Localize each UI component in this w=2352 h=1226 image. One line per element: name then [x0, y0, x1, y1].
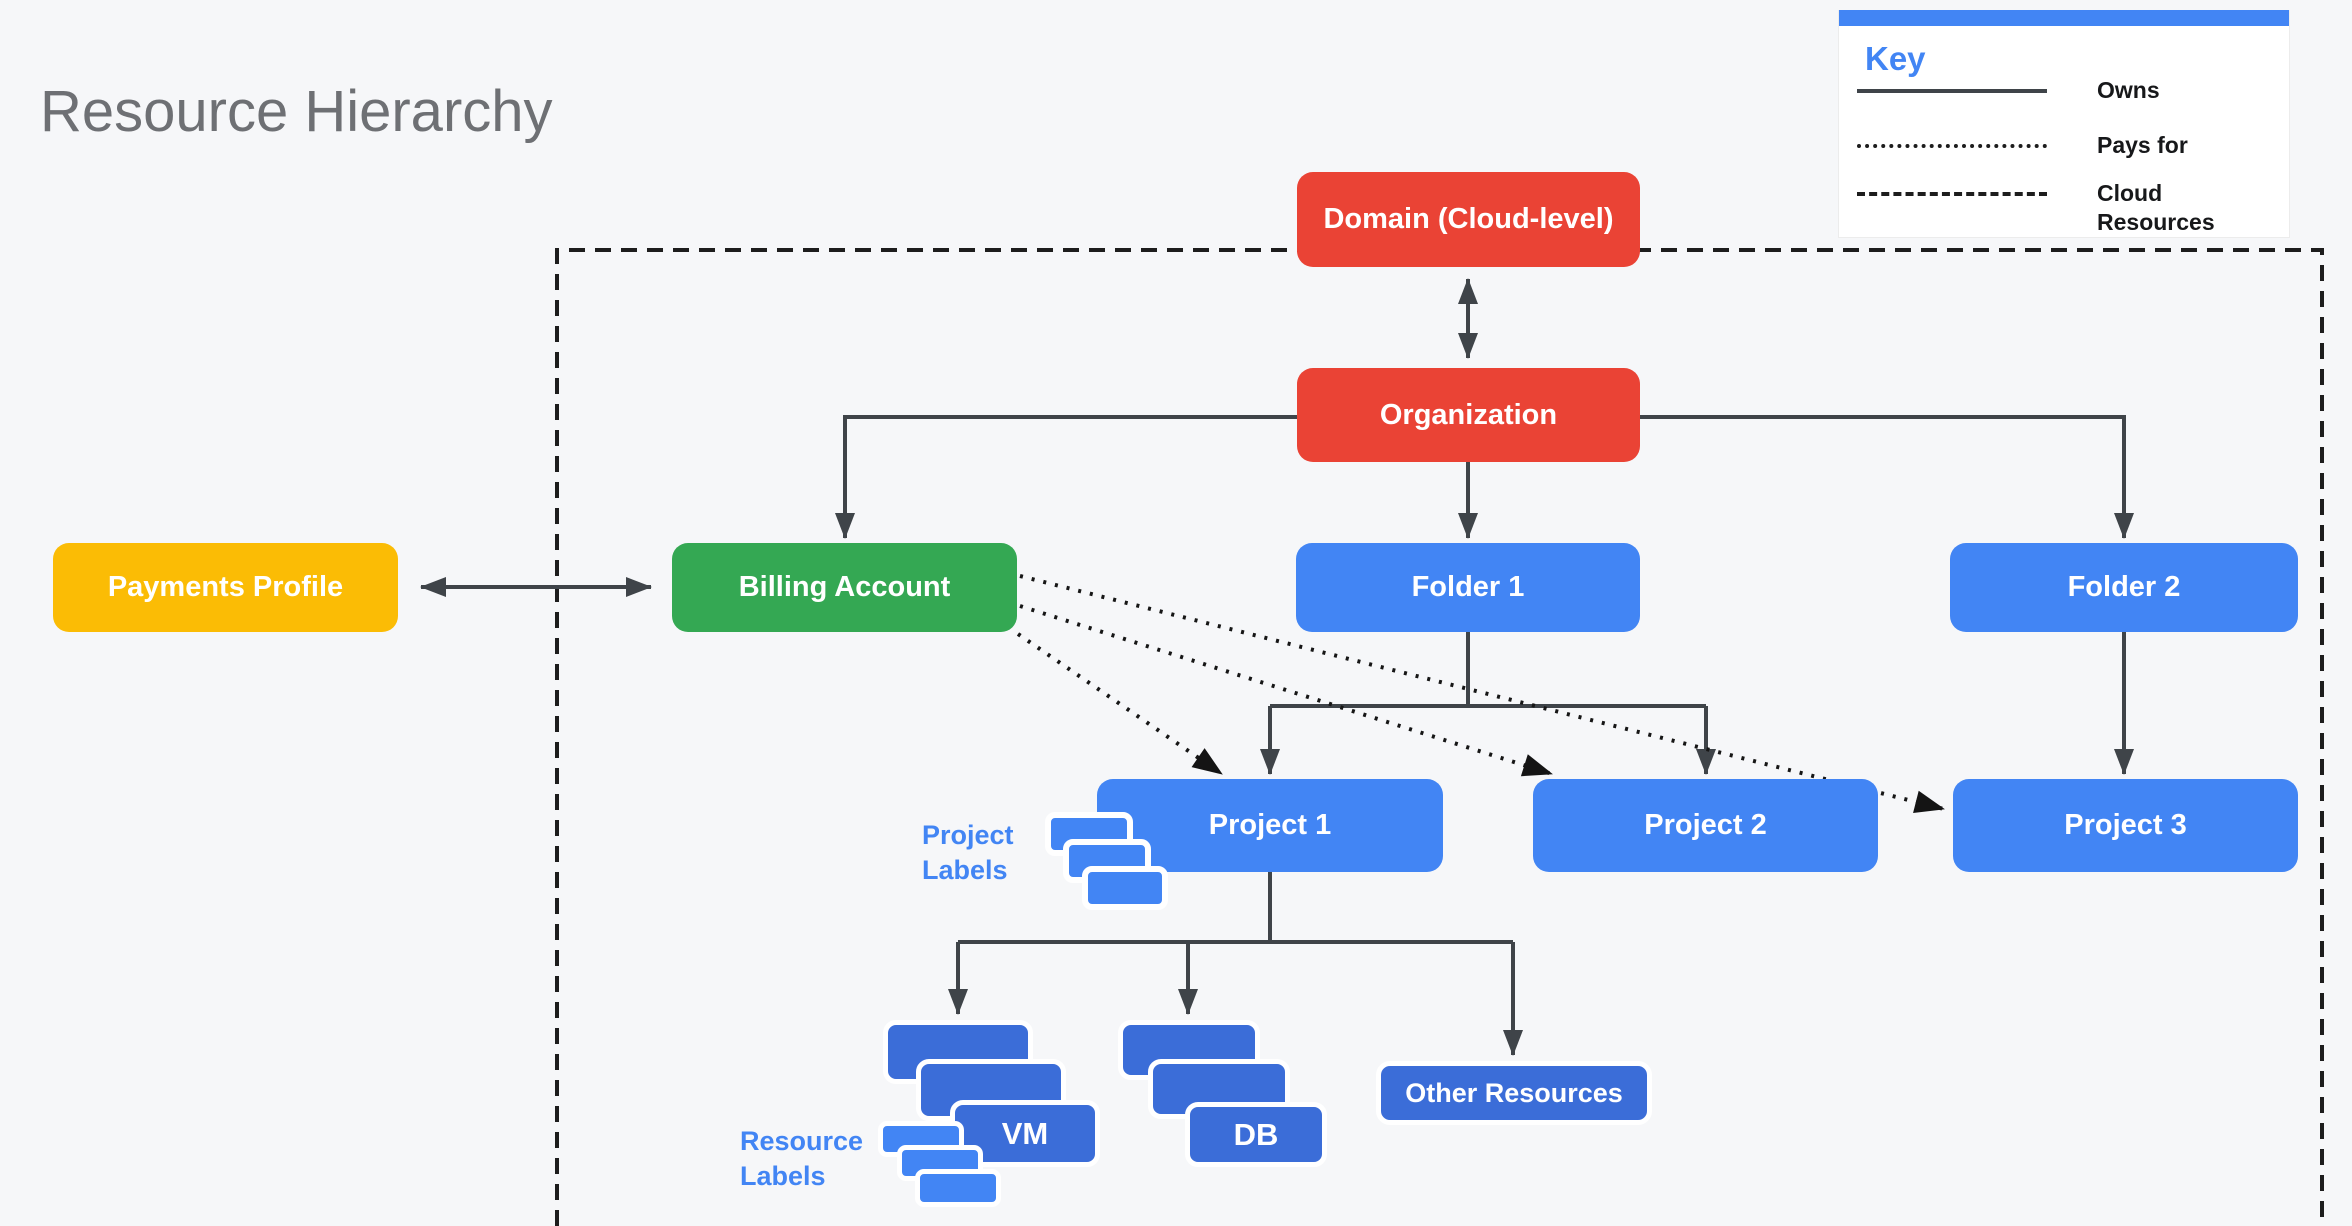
project-labels-icon [1082, 866, 1168, 910]
legend-panel: Key Owns Pays for Cloud Resources [1838, 10, 2290, 238]
node-organization-label: Organization [1379, 398, 1558, 431]
node-folder-1: Folder 1 [1296, 543, 1640, 632]
node-folder-2: Folder 2 [1950, 543, 2298, 632]
edge-folder1-projects-bus [1270, 632, 1706, 708]
node-domain: Domain (Cloud-level) [1297, 172, 1640, 267]
legend-solid-line-sample [1857, 89, 2047, 93]
resource-labels-annotation: Resource Labels [740, 1126, 864, 1192]
node-project-1: Project 1 [1097, 779, 1443, 872]
node-folder-2-label: Folder 2 [2067, 571, 2181, 603]
edge-billing-project1-paysfor [1016, 632, 1224, 776]
node-payments-profile-label: Payments Profile [107, 571, 344, 603]
legend-label-owns: Owns [2097, 77, 2160, 103]
legend-header-bar [1839, 10, 2289, 26]
page-title: Resource Hierarchy [40, 79, 553, 144]
node-db: DB [1185, 1102, 1327, 1167]
node-db-label: DB [1233, 1116, 1279, 1152]
node-project-3: Project 3 [1953, 779, 2298, 872]
legend-label-cloud-resources: Cloud Resources [2097, 180, 2215, 235]
edge-organization-billing [835, 415, 1297, 539]
node-organization: Organization [1297, 368, 1640, 462]
legend-dashed-line-sample [1857, 192, 2047, 196]
node-project-1-label: Project 1 [1208, 809, 1332, 841]
legend-title: Key [1865, 40, 1926, 77]
node-project-3-label: Project 3 [2064, 809, 2187, 841]
node-project-2: Project 2 [1533, 779, 1878, 872]
node-payments-profile: Payments Profile [53, 543, 398, 632]
node-other-resources-label: Other Resources [1405, 1077, 1623, 1108]
edge-organization-folder2 [1640, 415, 2134, 539]
legend-label-pays-for: Pays for [2097, 132, 2188, 158]
project-labels-annotation: Project Labels [922, 820, 1014, 886]
node-other-resources: Other Resources [1376, 1061, 1652, 1125]
node-folder-1-label: Folder 1 [1411, 571, 1525, 603]
legend-dotted-line-sample [1857, 144, 2047, 148]
node-billing-account-label: Billing Account [738, 571, 951, 603]
resource-labels-icon [915, 1169, 1001, 1207]
node-vm-label: VM [1001, 1115, 1049, 1151]
node-billing-account: Billing Account [672, 543, 1017, 632]
node-project-2-label: Project 2 [1644, 809, 1767, 841]
node-domain-label: Domain (Cloud-level) [1323, 203, 1614, 235]
